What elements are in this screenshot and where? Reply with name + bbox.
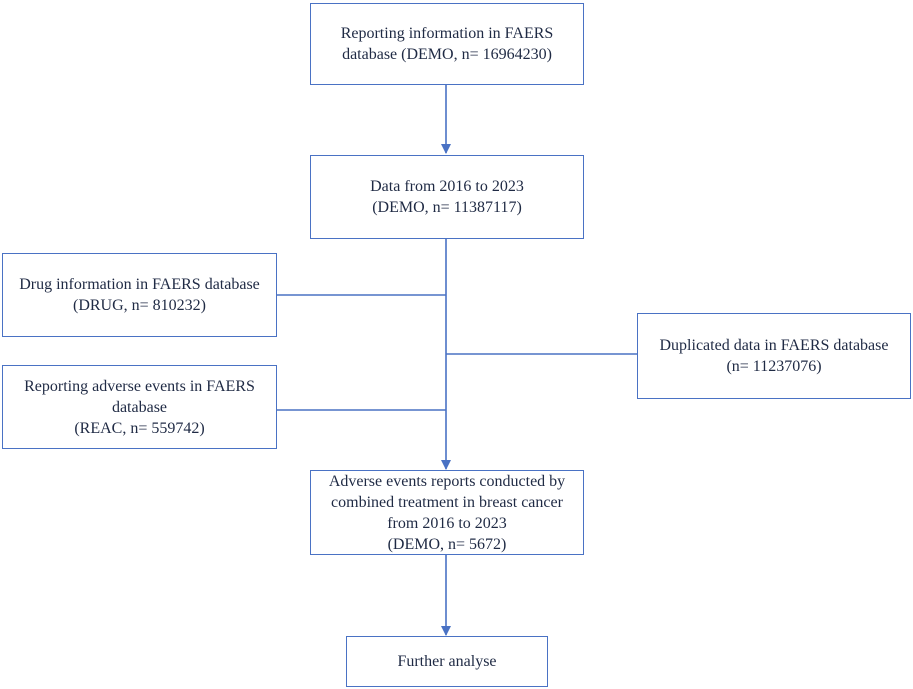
- box-line: (DEMO, n= 5672): [387, 535, 507, 553]
- box-line: Further analyse: [397, 653, 497, 670]
- box-line: Data from 2016 to 2023: [370, 178, 524, 195]
- box-line: Drug information in FAERS database: [19, 276, 260, 293]
- box-duplicated-data: Duplicated data in FAERS database (n= 11…: [637, 313, 911, 399]
- box-line: Reporting information in FAERS: [340, 25, 554, 42]
- box-line: from 2016 to 2023: [387, 514, 507, 532]
- box-further-analyse: Further analyse: [346, 636, 548, 687]
- box-line: Duplicated data in FAERS database: [659, 337, 889, 354]
- box-line: database (DEMO, n= 16964230): [342, 46, 552, 63]
- box-reporting-adverse-events: Reporting adverse events in FAERS databa…: [2, 365, 277, 449]
- box-line: Reporting adverse events in FAERS: [24, 377, 255, 395]
- box-line: (DEMO, n= 11387117): [372, 199, 522, 216]
- box-adverse-events-breast-cancer: Adverse events reports conducted by comb…: [310, 470, 584, 555]
- box-line: combined treatment in breast cancer: [331, 493, 563, 511]
- box-line: (REAC, n= 559742): [74, 419, 205, 437]
- box-line: (n= 11237076): [726, 358, 822, 375]
- box-faers-reporting: Reporting information in FAERS database …: [310, 3, 584, 85]
- box-drug-information: Drug information in FAERS database (DRUG…: [2, 253, 277, 337]
- box-line: database: [111, 398, 168, 416]
- box-line: (DRUG, n= 810232): [72, 297, 206, 314]
- box-line: Adverse events reports conducted by: [328, 472, 566, 490]
- box-data-2016-2023: Data from 2016 to 2023 (DEMO, n= 1138711…: [310, 155, 584, 239]
